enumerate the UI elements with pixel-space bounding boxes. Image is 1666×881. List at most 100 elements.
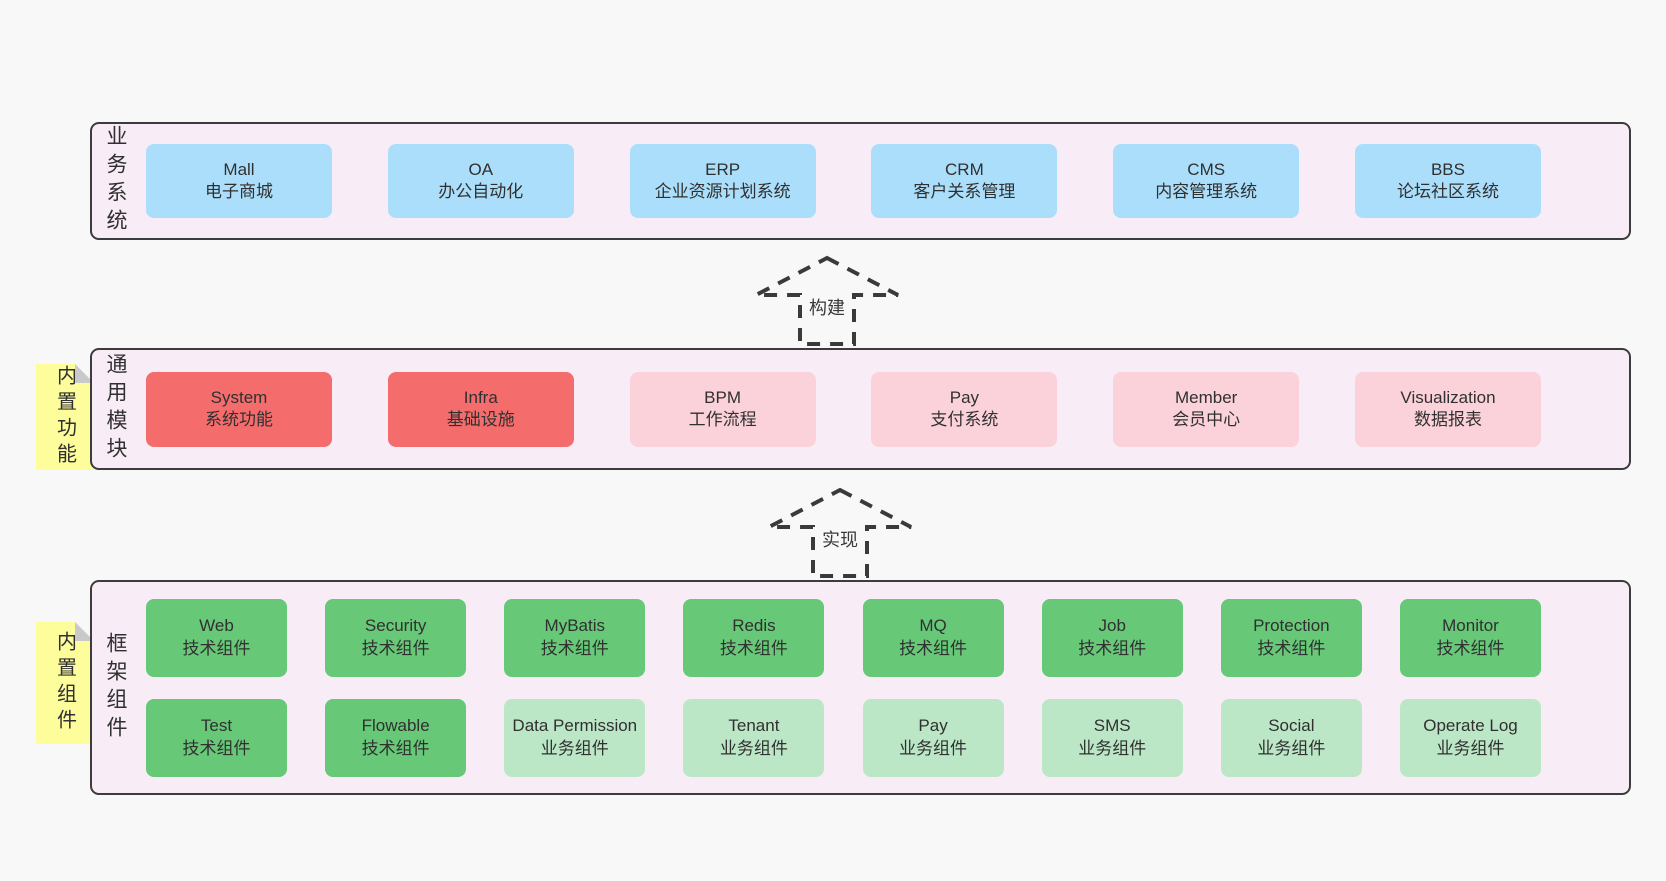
business-systems-panel: 业务系统 Mall 电子商城 OA 办公自动化 ERP 企业资源计划系统 CRM… xyxy=(90,122,1631,240)
box-title: Member xyxy=(1175,387,1238,407)
box-title: Social xyxy=(1268,716,1315,736)
box-sms: SMS 业务组件 xyxy=(1041,698,1183,777)
box-desc: 客户关系管理 xyxy=(913,182,1016,201)
build-arrow-label: 构建 xyxy=(806,293,848,321)
box-title: SMS xyxy=(1093,716,1131,736)
box-member: Member 会员中心 xyxy=(1113,371,1300,447)
box-desc: 业务组件 xyxy=(1078,738,1147,758)
box-title: OA xyxy=(468,159,494,179)
box-desc: 技术组件 xyxy=(182,738,251,758)
box-title: Flowable xyxy=(361,716,430,736)
box-monitor: Monitor 技术组件 xyxy=(1399,598,1541,677)
sticky-note-builtin-components: 内置组件 xyxy=(36,622,94,744)
box-desc: 技术组件 xyxy=(182,638,251,658)
box-desc: 基础设施 xyxy=(446,410,515,429)
box-desc: 会员中心 xyxy=(1172,410,1241,429)
box-title: Pay xyxy=(918,716,948,736)
box-job: Job 技术组件 xyxy=(1041,598,1183,677)
box-crm: CRM 客户关系管理 xyxy=(871,144,1058,218)
box-pay-component: Pay 业务组件 xyxy=(862,698,1004,777)
framework-components-panel: 框架组件 Web 技术组件 Security 技术组件 MyBatis 技术组件… xyxy=(90,580,1631,795)
box-pay-system: Pay 支付系统 xyxy=(871,371,1058,447)
box-desc: 数据报表 xyxy=(1413,410,1482,429)
box-title: Operate Log xyxy=(1423,716,1518,736)
box-desc: 工作流程 xyxy=(688,410,757,429)
modules-boxes-row: System 系统功能 Infra 基础设施 BPM 工作流程 Pay 支付系统… xyxy=(138,371,1629,447)
box-title: Tenant xyxy=(728,716,780,736)
box-mq: MQ 技术组件 xyxy=(862,598,1004,677)
layer-label-modules: 通用模块 xyxy=(104,353,127,465)
box-desc: 技术组件 xyxy=(1436,638,1505,658)
sticky-label: 内置功能 xyxy=(53,365,76,469)
box-title: BBS xyxy=(1430,159,1465,179)
box-title: Mall xyxy=(223,159,255,179)
implement-arrow-label: 实现 xyxy=(819,525,861,553)
box-bbs: BBS 论坛社区系统 xyxy=(1354,144,1541,218)
box-infra: Infra 基础设施 xyxy=(387,371,574,447)
box-tenant: Tenant 业务组件 xyxy=(683,698,825,777)
layer-label-business: 业务系统 xyxy=(104,125,127,237)
box-title: BPM xyxy=(704,387,742,407)
box-bpm: BPM 工作流程 xyxy=(629,371,816,447)
box-social: Social 业务组件 xyxy=(1220,698,1362,777)
box-desc: 系统功能 xyxy=(205,410,273,429)
box-protection: Protection 技术组件 xyxy=(1220,598,1362,677)
box-desc: 技术组件 xyxy=(1257,638,1326,658)
box-desc: 支付系统 xyxy=(930,410,999,429)
box-desc: 电子商城 xyxy=(205,182,273,201)
box-flowable: Flowable 技术组件 xyxy=(325,698,467,777)
box-desc: 业务组件 xyxy=(1257,738,1326,758)
box-oa: OA 办公自动化 xyxy=(387,144,574,218)
box-web: Web 技术组件 xyxy=(146,598,287,677)
sticky-note-builtin-features: 内置功能 xyxy=(36,364,94,470)
box-mybatis: MyBatis 技术组件 xyxy=(504,598,646,677)
box-cms: CMS 内容管理系统 xyxy=(1113,144,1300,218)
box-desc: 业务组件 xyxy=(899,738,968,758)
business-boxes-row: Mall 电子商城 OA 办公自动化 ERP 企业资源计划系统 CRM 客户关系… xyxy=(138,144,1629,218)
box-title: Web xyxy=(199,616,234,636)
box-desc: 技术组件 xyxy=(899,638,968,658)
box-title: MyBatis xyxy=(544,616,606,636)
box-title: Test xyxy=(200,716,233,736)
box-title: CRM xyxy=(945,159,984,179)
box-title: ERP xyxy=(705,159,741,179)
components-row-1: Web 技术组件 Security 技术组件 MyBatis 技术组件 Redi… xyxy=(138,598,1629,677)
box-desc: 技术组件 xyxy=(1078,638,1147,658)
box-security: Security 技术组件 xyxy=(325,598,467,677)
box-desc: 企业资源计划系统 xyxy=(654,182,791,201)
layer-label-components: 框架组件 xyxy=(104,631,127,744)
components-row-2: Test 技术组件 Flowable 技术组件 Data Permission … xyxy=(138,698,1629,777)
box-data-permission: Data Permission 业务组件 xyxy=(504,698,646,777)
box-title: System xyxy=(210,387,268,407)
box-title: Monitor xyxy=(1442,616,1499,636)
box-title: Job xyxy=(1098,616,1126,636)
box-redis: Redis 技术组件 xyxy=(683,598,825,677)
build-arrow: 构建 xyxy=(752,255,902,347)
box-erp: ERP 企业资源计划系统 xyxy=(629,144,816,218)
box-title: MQ xyxy=(919,616,947,636)
box-desc: 内容管理系统 xyxy=(1155,182,1258,201)
box-desc: 业务组件 xyxy=(1436,738,1505,758)
box-desc: 技术组件 xyxy=(361,738,430,758)
box-desc: 办公自动化 xyxy=(438,182,524,201)
common-modules-panel: 通用模块 System 系统功能 Infra 基础设施 BPM 工作流程 Pay… xyxy=(90,348,1631,470)
box-desc: 业务组件 xyxy=(540,738,609,758)
box-mall: Mall 电子商城 xyxy=(146,144,332,218)
box-system: System 系统功能 xyxy=(146,371,332,447)
sticky-label: 内置组件 xyxy=(53,631,76,735)
box-operate-log: Operate Log 业务组件 xyxy=(1399,698,1541,777)
box-desc: 技术组件 xyxy=(540,638,609,658)
implement-arrow: 实现 xyxy=(765,487,915,579)
box-visualization: Visualization 数据报表 xyxy=(1354,371,1541,447)
box-desc: 技术组件 xyxy=(361,638,430,658)
box-title: CMS xyxy=(1187,159,1226,179)
box-desc: 技术组件 xyxy=(719,638,788,658)
box-test: Test 技术组件 xyxy=(146,698,287,777)
box-desc: 论坛社区系统 xyxy=(1396,182,1499,201)
box-title: Redis xyxy=(732,616,776,636)
box-title: Infra xyxy=(463,387,498,407)
box-desc: 业务组件 xyxy=(719,738,788,758)
box-title: Pay xyxy=(949,387,980,407)
box-title: Visualization xyxy=(1400,387,1496,407)
box-title: Protection xyxy=(1253,616,1330,636)
